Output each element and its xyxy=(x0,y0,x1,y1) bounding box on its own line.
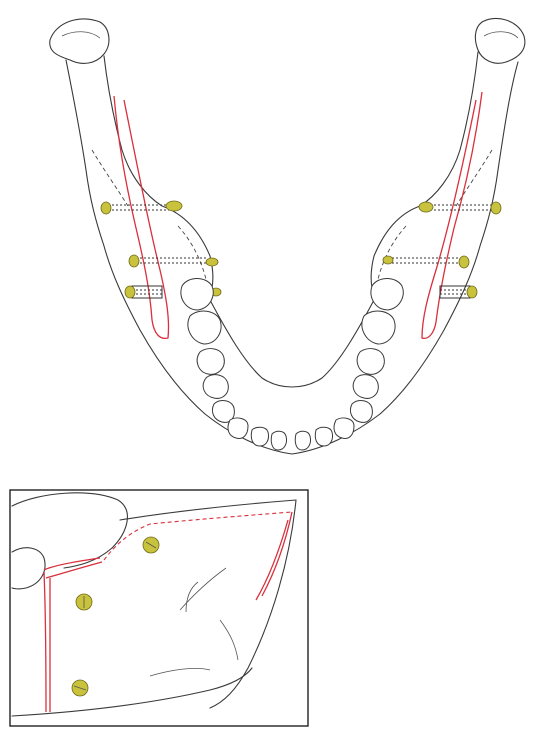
tooth xyxy=(357,349,384,375)
tooth xyxy=(188,311,221,344)
tooth xyxy=(271,431,286,450)
tooth xyxy=(353,375,378,399)
tooth xyxy=(251,427,268,446)
screw xyxy=(101,201,182,214)
right-condyle xyxy=(475,18,525,63)
tooth xyxy=(350,401,372,423)
tooth xyxy=(228,418,248,439)
tooth xyxy=(197,349,224,375)
tooth xyxy=(315,427,332,446)
tooth xyxy=(203,375,228,399)
tooth xyxy=(181,279,213,311)
left-osteotomy-line xyxy=(114,96,169,338)
screw xyxy=(383,256,469,268)
left-condyle xyxy=(50,19,109,63)
mandible-inner-arch xyxy=(210,300,374,387)
tooth xyxy=(371,279,403,311)
right-osteotomy-line xyxy=(422,92,482,338)
tooth xyxy=(362,311,395,344)
tooth xyxy=(295,431,310,450)
inset-frame xyxy=(10,490,308,726)
lower-dentition xyxy=(181,279,403,451)
tooth xyxy=(334,418,354,439)
mandible-top-view xyxy=(50,18,525,454)
ramus-inset xyxy=(10,490,308,726)
